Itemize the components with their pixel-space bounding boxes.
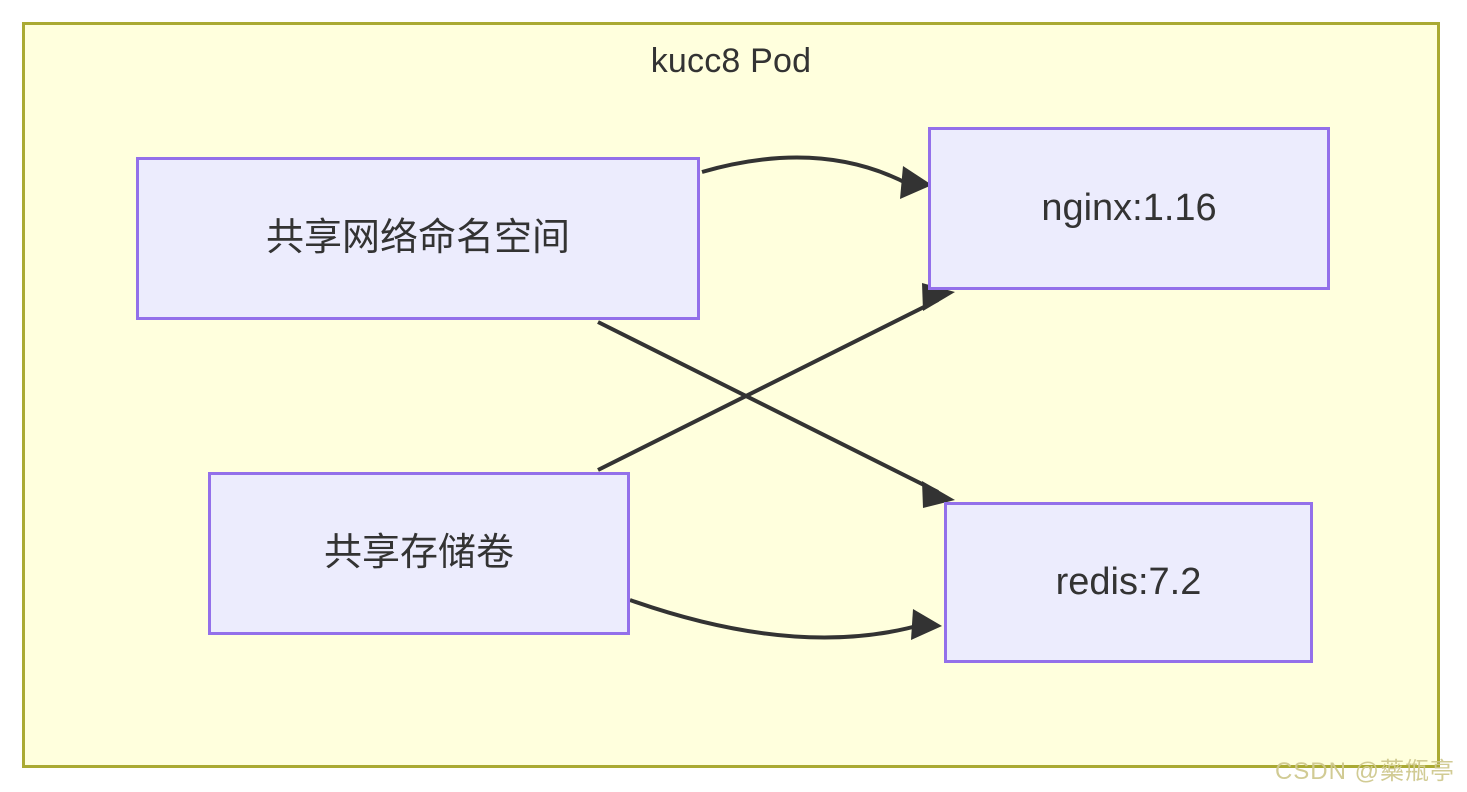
node-nginx[interactable]: nginx:1.16	[928, 127, 1330, 290]
pod-title: kucc8 Pod	[650, 42, 812, 80]
node-shared-volume[interactable]: 共享存储卷	[208, 472, 630, 635]
node-shared-volume-label: 共享存储卷	[323, 531, 514, 574]
node-shared-network[interactable]: 共享网络命名空间	[136, 157, 700, 320]
node-redis[interactable]: redis:7.2	[944, 502, 1313, 663]
node-redis-label: redis:7.2	[1055, 560, 1202, 603]
node-shared-network-label: 共享网络命名空间	[265, 216, 570, 259]
node-nginx-label: nginx:1.16	[1041, 186, 1217, 229]
csdn-watermark: CSDN @藥甁亭	[1274, 758, 1455, 785]
